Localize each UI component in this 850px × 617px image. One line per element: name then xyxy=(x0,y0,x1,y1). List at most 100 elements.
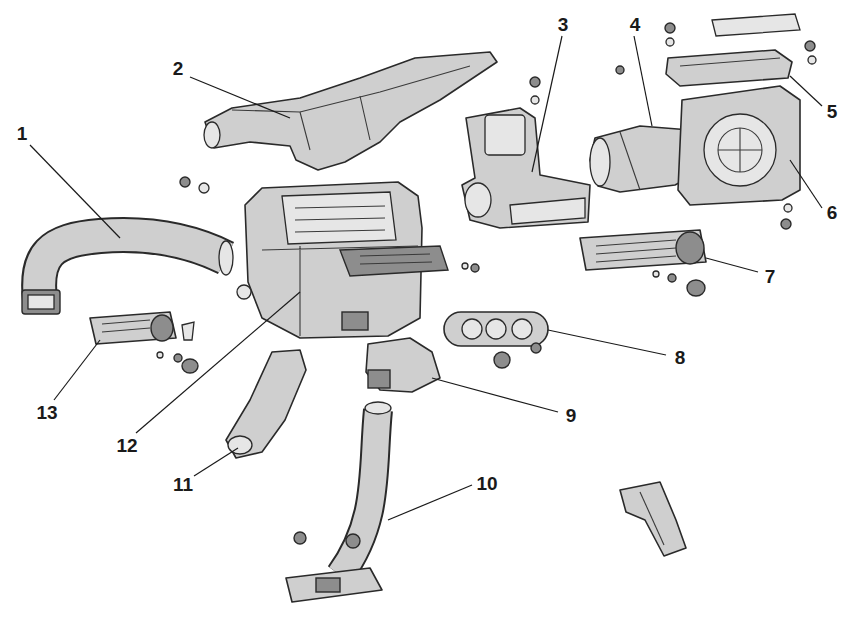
center-duct xyxy=(485,115,525,155)
fastener-screws xyxy=(616,66,624,74)
leader-lines xyxy=(30,145,120,238)
center-duct xyxy=(462,108,590,228)
floor-duct-elbow xyxy=(368,370,390,388)
left-vent xyxy=(182,359,198,373)
left-vent xyxy=(182,322,194,340)
rear-floor-duct xyxy=(286,402,391,602)
fastener-screws xyxy=(180,177,190,187)
leader-lines xyxy=(790,160,822,208)
intake-duct xyxy=(620,132,640,190)
callout-number: 10 xyxy=(476,474,497,493)
defroster-duct xyxy=(204,52,497,170)
leader-lines xyxy=(548,330,666,355)
right-vent xyxy=(687,280,705,296)
fastener-screws xyxy=(199,183,209,193)
floor-duct-elbow xyxy=(366,338,440,392)
right-vent xyxy=(580,230,706,296)
leader-lines xyxy=(136,292,300,433)
fastener-screws xyxy=(530,77,540,87)
leader-lines xyxy=(706,258,758,272)
center-duct xyxy=(462,108,590,228)
duct-bracket xyxy=(640,492,664,545)
heater-housing xyxy=(237,285,251,299)
callout-number: 9 xyxy=(566,406,577,425)
blower-housing xyxy=(718,128,762,172)
heater-housing xyxy=(342,312,368,330)
side-duct xyxy=(39,235,226,300)
filter-cover xyxy=(680,58,780,66)
fastener-screws xyxy=(462,263,468,269)
fastener-screws xyxy=(157,23,816,544)
heater-housing xyxy=(237,182,448,338)
callout-number: 4 xyxy=(630,15,641,34)
fastener-screws xyxy=(174,354,182,362)
left-floor-duct xyxy=(228,436,252,454)
right-vent xyxy=(676,232,704,264)
blower-housing xyxy=(718,128,762,172)
center-duct xyxy=(510,198,585,224)
callout-number: 2 xyxy=(173,59,184,78)
leader-lines xyxy=(790,76,822,106)
side-duct xyxy=(219,241,233,275)
duct-bracket xyxy=(620,482,686,556)
callout-number: 12 xyxy=(116,436,137,455)
fastener-screws xyxy=(805,41,815,51)
left-vent xyxy=(90,312,198,373)
control-panel xyxy=(512,319,532,339)
control-panel xyxy=(444,312,548,368)
callout-number: 3 xyxy=(558,15,569,34)
left-floor-duct xyxy=(226,350,306,458)
rear-floor-duct xyxy=(340,410,378,575)
heater-housing xyxy=(360,254,432,264)
rear-floor-duct xyxy=(316,578,340,592)
intake-duct xyxy=(590,138,610,186)
callout-number: 1 xyxy=(17,124,28,143)
filter-cover xyxy=(666,50,792,86)
duct-bracket xyxy=(620,482,686,556)
right-vent xyxy=(580,230,706,270)
leader-lines xyxy=(54,340,100,400)
fastener-screws xyxy=(666,38,674,46)
rear-floor-duct xyxy=(365,402,391,414)
left-vent xyxy=(102,320,150,332)
rear-floor-duct xyxy=(340,410,378,575)
control-panel xyxy=(444,312,548,346)
heater-housing xyxy=(282,192,396,244)
fastener-screws xyxy=(668,274,676,282)
defroster-duct xyxy=(205,52,497,170)
fastener-screws xyxy=(781,219,791,229)
left-vent xyxy=(151,315,173,341)
leader-lines xyxy=(388,485,472,520)
heater-housing xyxy=(295,206,385,232)
left-vent xyxy=(90,312,176,344)
leader-lines xyxy=(194,448,238,476)
fastener-screws xyxy=(157,352,163,358)
defroster-duct xyxy=(204,122,220,148)
fastener-screws xyxy=(665,23,675,33)
side-duct xyxy=(22,235,233,314)
filter-cover xyxy=(666,14,800,86)
control-panel xyxy=(494,352,510,368)
heater-housing xyxy=(340,246,448,276)
callout-number: 5 xyxy=(827,102,838,121)
side-duct xyxy=(39,235,226,300)
left-floor-duct xyxy=(226,350,306,458)
leader-lines xyxy=(532,36,562,172)
leader-lines xyxy=(432,378,558,412)
fastener-screws xyxy=(653,271,659,277)
callout-number: 7 xyxy=(765,267,776,286)
leader-lines xyxy=(634,36,652,126)
callout-number: 8 xyxy=(675,348,686,367)
control-panel xyxy=(486,319,506,339)
control-panel xyxy=(531,343,541,353)
fastener-screws xyxy=(471,264,479,272)
filter-cover xyxy=(712,14,800,36)
side-duct xyxy=(28,295,54,309)
blower-housing xyxy=(678,86,800,205)
side-duct xyxy=(22,290,60,314)
callout-number: 11 xyxy=(173,475,193,494)
blower-housing xyxy=(704,114,776,186)
